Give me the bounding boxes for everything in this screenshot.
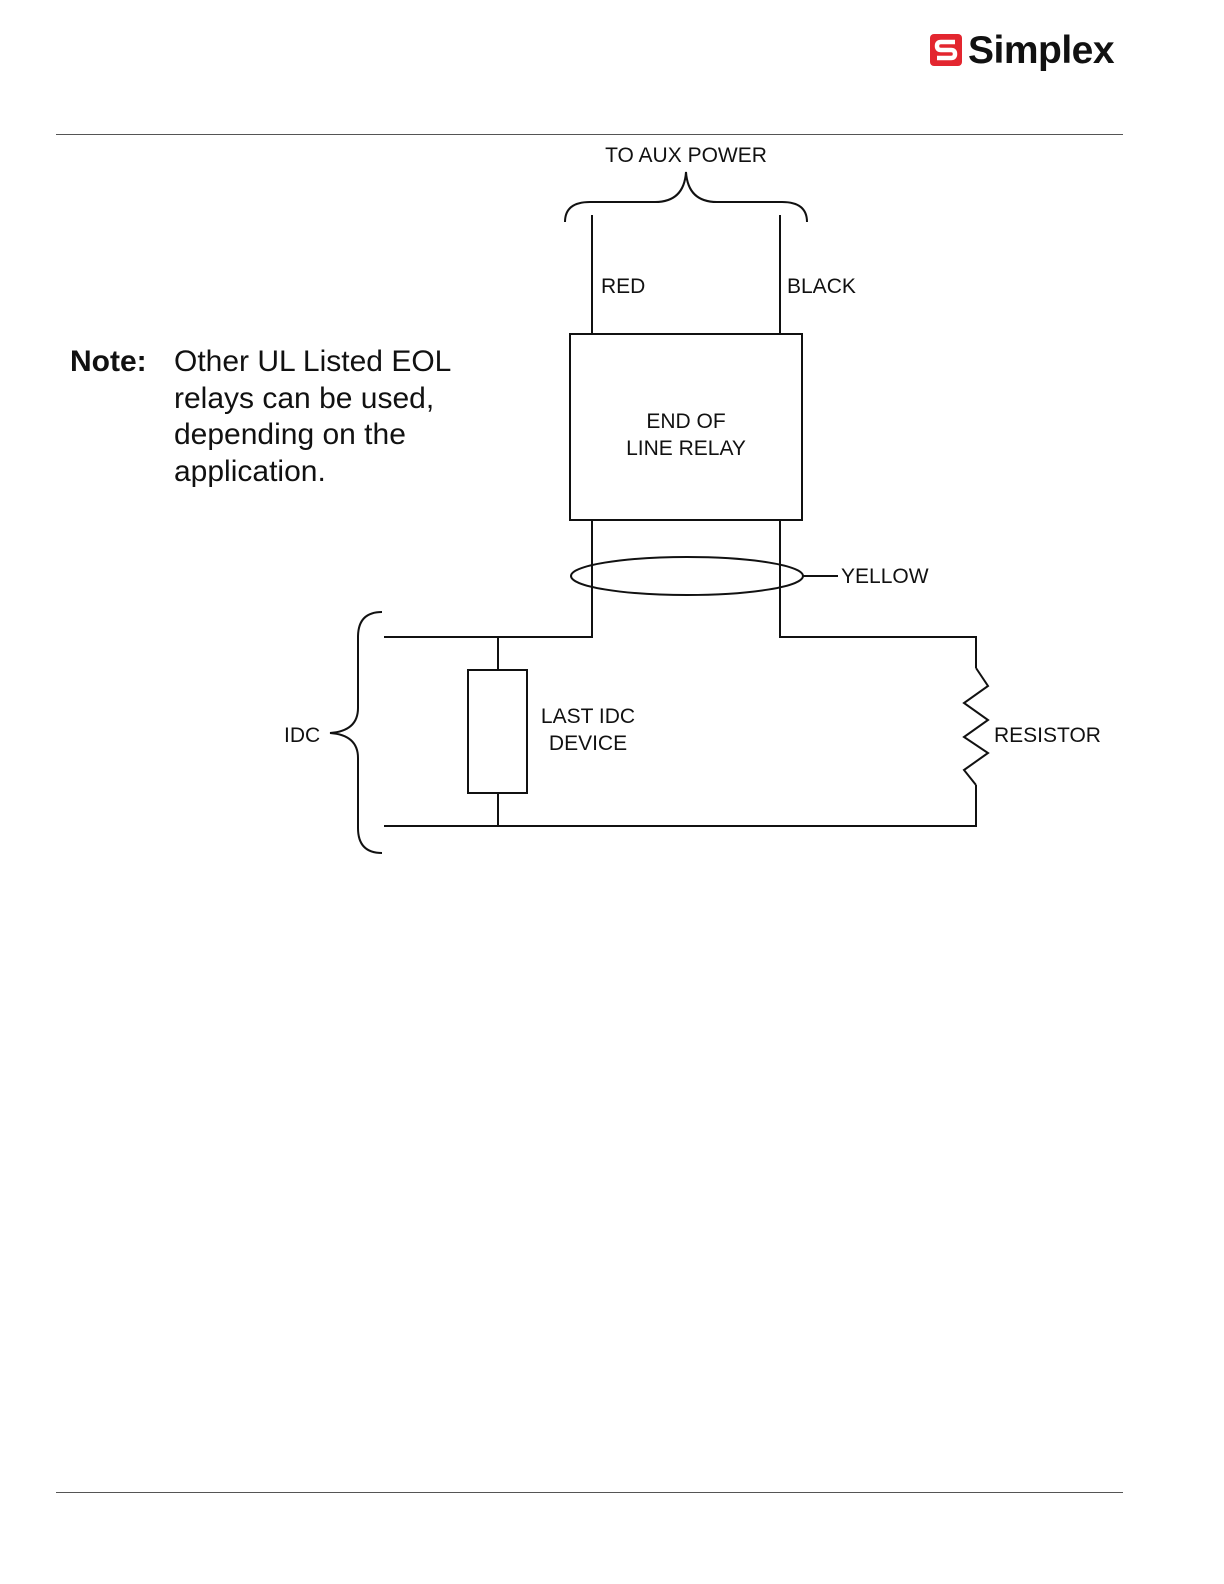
relay-label-line1: END OF xyxy=(646,410,725,433)
device-label-line1: LAST IDC xyxy=(541,705,635,728)
yellow-wire-right xyxy=(780,520,976,668)
idc-return-wire xyxy=(384,785,976,826)
black-wire-label: BLACK xyxy=(787,275,856,298)
resistor-label: RESISTOR xyxy=(994,724,1101,747)
resistor-symbol xyxy=(964,668,988,785)
idc-label: IDC xyxy=(284,724,320,747)
yellow-wire-label: YELLOW xyxy=(841,565,929,588)
yellow-wire-left xyxy=(384,520,592,637)
relay-label-line2: LINE RELAY xyxy=(626,437,746,460)
aux-power-brace xyxy=(565,172,807,222)
idc-brace xyxy=(330,612,382,853)
last-idc-device-box xyxy=(468,670,527,793)
device-label-line2: DEVICE xyxy=(549,732,627,755)
aux-power-label: TO AUX POWER xyxy=(605,144,767,167)
footer-divider xyxy=(56,1492,1123,1493)
yellow-wire-bundle xyxy=(571,557,803,595)
red-wire-label: RED xyxy=(601,275,645,298)
